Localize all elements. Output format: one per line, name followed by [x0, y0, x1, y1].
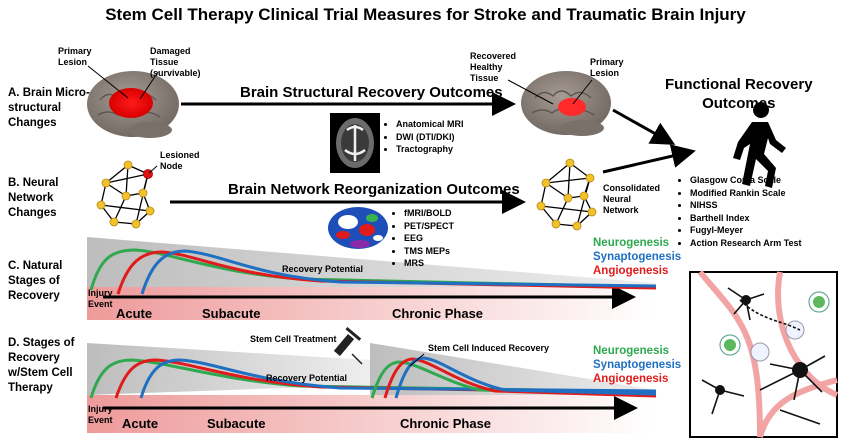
functional-measure: Barthell Index	[690, 212, 802, 225]
recovery-potential-wedge-c	[87, 237, 656, 295]
label-lesioned-node: Lesioned Node	[160, 150, 200, 171]
heading-network: Brain Network Reorganization Outcomes	[228, 181, 520, 198]
synaptogenesis-curve-c	[140, 249, 657, 295]
label-damaged-tissue: Damaged Tissue (survivable)	[150, 46, 201, 78]
network-measure: PET/SPECT	[404, 220, 454, 233]
legend-c: Neurogenesis Synaptogenesis Angiogenesis	[593, 236, 681, 278]
functional-measure: Modified Rankin Scale	[690, 187, 802, 200]
legend-angiogenesis: Angiogenesis	[593, 373, 669, 385]
recovered-brain-image	[521, 71, 611, 136]
legend-synaptogenesis: Synaptogenesis	[593, 359, 682, 371]
phase-chronic-c: Chronic Phase	[392, 306, 484, 321]
label-stem-cell-induced-recovery: Stem Cell Induced Recovery	[428, 343, 550, 353]
legend-angiogenesis: Angiogenesis	[593, 265, 669, 277]
timeline-bar-c	[87, 287, 656, 320]
heading-functional: Functional Recovery Outcomes	[665, 76, 813, 112]
phase-acute-c: Acute	[116, 306, 153, 321]
heading-structural: Brain Structural Recovery Outcomes	[240, 84, 503, 101]
label-recovery-potential-d: Recovery Potential	[266, 373, 348, 383]
phase-subacute-d: Subacute	[207, 416, 266, 431]
fmri-brain-image	[328, 207, 388, 249]
network-measure: TMS MEPs	[404, 245, 454, 258]
syringe-icon	[333, 326, 363, 365]
network-measures-list: fMRI/BOLD PET/SPECT EEG TMS MEPs MRS	[392, 207, 454, 270]
dti-scan-image	[330, 113, 380, 173]
phase-subacute-c: Subacute	[202, 306, 261, 321]
network-measure: fMRI/BOLD	[404, 207, 454, 220]
legend-neurogenesis: Neurogenesis	[593, 345, 670, 357]
functional-measure: Fugyl-Meyer	[690, 224, 802, 237]
legend-neurogenesis: Neurogenesis	[593, 237, 670, 249]
label-injury-event-d: Injury Event	[88, 404, 113, 425]
functional-measure: Action Research Arm Test	[690, 237, 802, 250]
label-primary-lesion-right: Primary Lesion	[590, 57, 624, 78]
row-label-a: A. Brain Micro- structural Changes	[8, 87, 90, 129]
label-consolidated-network: Consolidated Neural Network	[603, 183, 661, 215]
functional-measures-list: Glasgow Coma Scale Modified Rankin Scale…	[678, 174, 802, 249]
structural-measure: Anatomical MRI	[396, 118, 464, 131]
legend-d: Neurogenesis Synaptogenesis Angiogenesis	[593, 344, 681, 386]
lesion-core	[109, 88, 153, 118]
row-label-c: C. Natural Stages of Recovery	[8, 260, 63, 302]
row-label-d: D. Stages of Recovery w/Stem Cell Therap…	[8, 337, 75, 394]
row-label-b: B. Neural Network Changes	[8, 177, 59, 219]
structural-measures-list: Anatomical MRI DWI (DTI/DKI) Tractograph…	[384, 118, 464, 156]
network-measure: EEG	[404, 232, 454, 245]
walking-person-icon	[733, 102, 786, 188]
label-recovery-potential-c: Recovery Potential	[282, 264, 364, 274]
timeline-bar-d	[87, 395, 656, 433]
label-injury-event-c: Injury Event	[88, 288, 113, 309]
legend-synaptogenesis: Synaptogenesis	[593, 251, 682, 263]
phase-chronic-d: Chronic Phase	[400, 416, 492, 431]
structural-measure: DWI (DTI/DKI)	[396, 131, 464, 144]
label-stem-cell-treatment: Stem Cell Treatment	[250, 334, 337, 344]
functional-measure: Glasgow Coma Scale	[690, 174, 802, 187]
page-title: Stem Cell Therapy Clinical Trial Measure…	[105, 5, 746, 24]
phase-acute-d: Acute	[122, 416, 159, 431]
label-recovered-tissue: Recovered Healthy Tissue	[470, 51, 517, 83]
functional-measure: NIHSS	[690, 199, 802, 212]
label-primary-lesion-left: Primary Lesion	[58, 46, 92, 67]
structural-measure: Tractography	[396, 143, 464, 156]
cellular-illustration	[689, 270, 839, 438]
network-measure: MRS	[404, 257, 454, 270]
damaged-brain-image	[87, 71, 179, 138]
